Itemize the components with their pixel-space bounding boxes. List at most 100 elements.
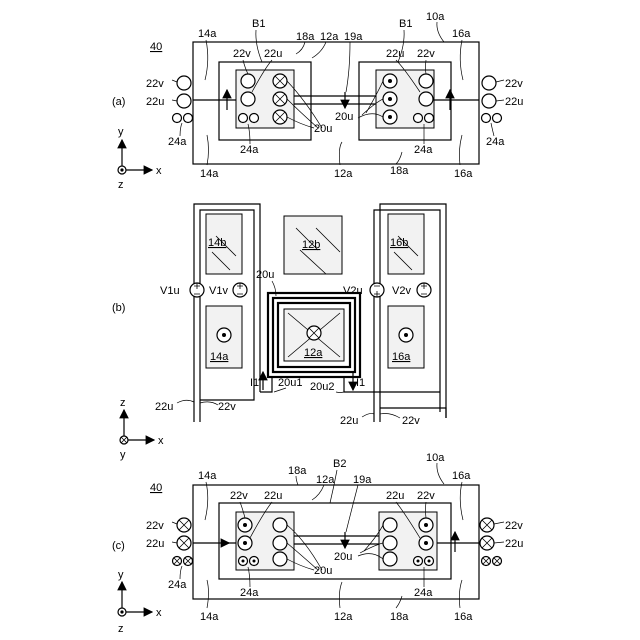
conductor-20u-right-3-c <box>383 552 397 566</box>
label-12a: 12a <box>304 347 323 359</box>
label-24a-in-left: 24a <box>240 144 259 156</box>
conductor-24a-right-2-c <box>425 557 434 566</box>
conductor-20u-left-1-c <box>273 518 287 532</box>
label-22v-right-b: 22v <box>402 415 420 427</box>
label-12a-bottom-c: 12a <box>334 611 353 623</box>
conductor-22u-left-c <box>238 536 252 550</box>
label-18a-top: 18a <box>296 31 315 43</box>
panel-c-leaders <box>172 470 504 608</box>
ref-10a-c: 10a <box>426 452 445 464</box>
axis-c-z: z <box>118 623 124 635</box>
terminal-24a-left-1 <box>173 114 182 123</box>
label-22v-left-c: 22v <box>230 490 248 502</box>
label-24a-out-left: 24a <box>168 136 187 148</box>
conductor-22u-right-c <box>419 536 433 550</box>
leader-10a-c <box>437 463 444 484</box>
terminal-22u-right <box>482 94 496 108</box>
label-16a: 16a <box>392 351 411 363</box>
conductor-22u-right <box>419 92 433 106</box>
label-20u-a: 20u <box>314 123 332 135</box>
ref-10a: 10a <box>426 11 445 23</box>
label-14a-bottom-c: 14a <box>200 611 219 623</box>
leader-20u2 <box>336 392 344 393</box>
label-i1-right: I1 <box>356 377 365 389</box>
label-22v-out-left-c: 22v <box>146 520 164 532</box>
label-24a-in-right-c: 24a <box>414 587 433 599</box>
label-22v-left-b: 22v <box>218 401 236 413</box>
conductor-20u-left-2-c <box>273 536 287 550</box>
leader-22v-right-b <box>380 414 400 419</box>
label-22u-right: 22u <box>386 48 404 60</box>
axis-c-y: y <box>118 569 124 581</box>
conductor-20u-cross-2 <box>273 92 287 106</box>
leader-10a <box>437 22 444 42</box>
label-20u2: 20u2 <box>310 381 334 393</box>
label-20u1: 20u1 <box>278 377 302 389</box>
source-v1v <box>233 283 247 297</box>
conductor-20u-right-2-c <box>383 536 397 550</box>
conductor-20u-dot-3 <box>383 110 397 124</box>
label-v2v: V2v <box>392 285 411 297</box>
conductor-20u-cross-1 <box>273 74 287 88</box>
conductor-16a-dot <box>399 328 413 342</box>
conductor-24a-left-1-c <box>239 557 248 566</box>
axis-b-y: y <box>120 449 126 461</box>
label-18a-bottom-c: 18a <box>390 611 409 623</box>
axis-b-x: x <box>158 435 164 447</box>
leader-22u-right-b <box>362 413 374 417</box>
source-v1u <box>190 283 204 297</box>
axis-c-x: x <box>156 607 162 619</box>
label-24a-in-right: 24a <box>414 144 433 156</box>
terminal-24a-left-2-c <box>184 557 193 566</box>
axes-b <box>120 410 154 444</box>
terminal-22u-left-c <box>177 536 191 550</box>
leader-22u-left-b <box>177 400 194 403</box>
label-20u-b-c: 20u <box>334 551 352 563</box>
label-22u-out-left: 22u <box>146 96 164 108</box>
label-12a-top: 12a <box>320 31 339 43</box>
axes-c <box>118 582 152 616</box>
terminal-22v-right <box>482 76 496 90</box>
conductor-24a-left-2 <box>250 114 259 123</box>
label-14a-top: 14a <box>198 28 217 40</box>
label-22v-right-c: 22v <box>417 490 435 502</box>
label-18a-bottom: 18a <box>390 165 409 177</box>
label-22v-out-right: 22v <box>505 78 523 90</box>
axis-a-y: y <box>118 126 124 138</box>
label-24a-out-right: 24a <box>486 136 505 148</box>
label-20u: 20u <box>256 269 274 281</box>
conductor-22v-left <box>241 74 255 88</box>
source-v2u <box>370 283 384 297</box>
conductor-20u-right-1-c <box>383 518 397 532</box>
label-14a-top-c: 14a <box>198 470 217 482</box>
label-22u-left-c: 22u <box>264 490 282 502</box>
label-b2: B2 <box>333 458 346 470</box>
label-22u-right-b: 22u <box>340 415 358 427</box>
label-22u-left-b: 22u <box>155 401 173 413</box>
panel-a: (a) 40 10a <box>112 11 523 191</box>
label-22u-out-right: 22u <box>505 96 523 108</box>
conductor-20u-left-3-c <box>273 552 287 566</box>
label-14a: 14a <box>210 351 229 363</box>
conductor-24a-right-1-c <box>414 557 423 566</box>
label-12a-bottom: 12a <box>334 168 353 180</box>
wire-v1-return <box>200 375 254 400</box>
label-22u-right-c: 22u <box>386 490 404 502</box>
label-24a-in-left-c: 24a <box>240 587 259 599</box>
label-i1-left: I1 <box>250 377 259 389</box>
terminal-22v-right-c <box>480 518 494 532</box>
terminal-24a-right-2-c <box>493 557 502 566</box>
panel-b-label: (b) <box>112 302 125 314</box>
terminal-24a-left-2 <box>184 114 193 123</box>
label-b1-left: B1 <box>252 18 265 30</box>
label-16a-bottom-c: 16a <box>454 611 473 623</box>
conductor-24a-right-2 <box>425 114 434 123</box>
terminal-24a-left-1-c <box>173 557 182 566</box>
leader-22v-left-b <box>200 402 218 405</box>
label-22v-left: 22v <box>233 48 251 60</box>
panel-a-leaders <box>172 30 504 165</box>
label-19a-c: 19a <box>353 474 372 486</box>
conductor-14a-dot <box>217 328 231 342</box>
label-v2u: V2u <box>343 285 363 297</box>
label-18a-top-c: 18a <box>288 465 307 477</box>
